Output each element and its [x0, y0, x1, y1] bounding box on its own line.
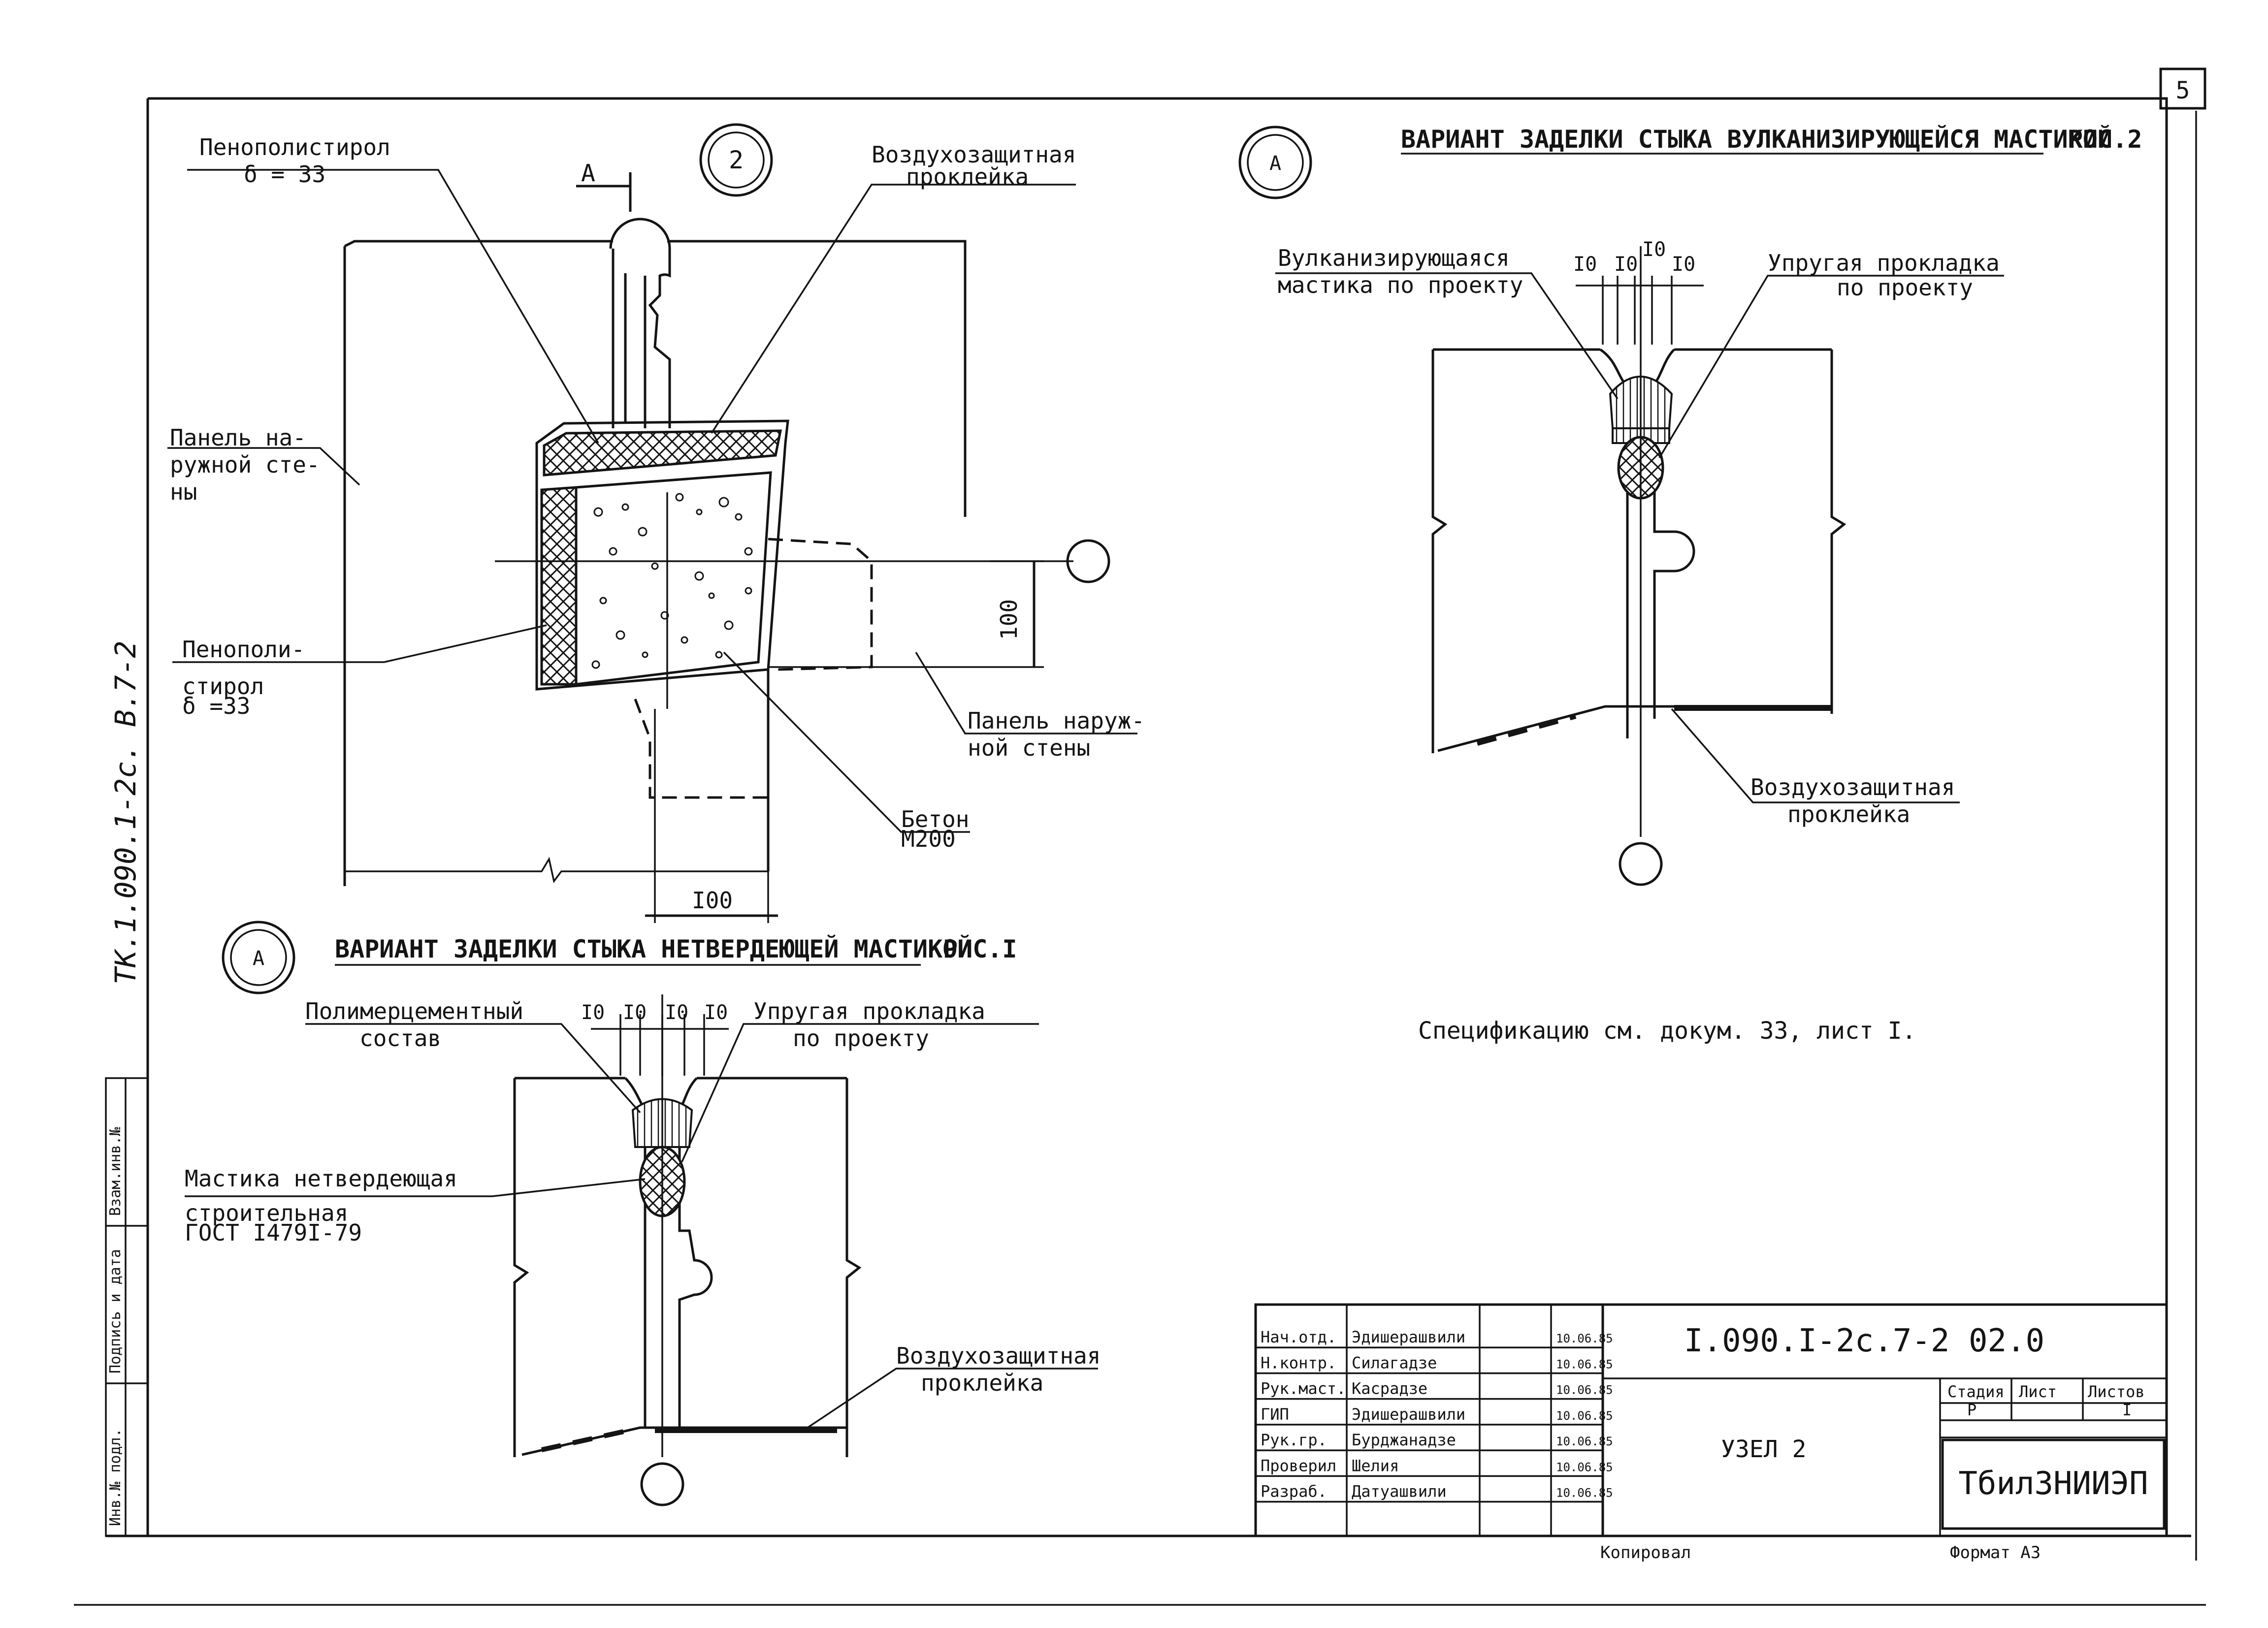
- v2-gasket-label-1: Упругая прокладка: [1768, 250, 2000, 276]
- node-number-circle: [699, 123, 773, 197]
- sheet-label: Лист: [2019, 1382, 2057, 1401]
- tb-name: Касрадзе: [1352, 1379, 1427, 1398]
- tb-name: Эдишерашвили: [1352, 1405, 1465, 1424]
- v2-gasket-label-2: по проекту: [1837, 274, 1973, 301]
- v2-dim-2: I0: [1614, 253, 1638, 276]
- v1-polymer-label-2: состав: [359, 1025, 441, 1052]
- tb-role: Рук.гр.: [1261, 1431, 1327, 1449]
- variant1-mark-circle: [222, 921, 295, 994]
- variant2-title: ВАРИАНТ ЗАДЕЛКИ СТЫКА ВУЛКАНИЗИРУЮЩЕЙСЯ …: [1401, 125, 2112, 154]
- tb-role: ГИП: [1261, 1405, 1289, 1424]
- tb-role: Н.контр.: [1261, 1353, 1336, 1372]
- tb-name: Эдишерашвили: [1352, 1328, 1465, 1346]
- tb-role: Нач.отд.: [1261, 1328, 1336, 1346]
- v2-vulc-label-2: мастика по проекту: [1278, 272, 1523, 298]
- v1-gasket-label-2: по проекту: [793, 1025, 929, 1052]
- air-top-label-2: проклейка: [906, 163, 1029, 190]
- tb-name: Бурджанадзе: [1352, 1431, 1456, 1449]
- concrete-fill: [575, 471, 772, 686]
- footer-copied: Копировал: [1600, 1543, 1691, 1563]
- doc-code: I.090.I-2с.7-2 02.0: [1684, 1323, 2044, 1359]
- v1-dim-2: I0: [623, 1001, 647, 1024]
- panel-left-label-1: Панель на-: [170, 424, 306, 451]
- panel-right-label-1: Панель наруж-: [968, 707, 1145, 734]
- stage-value: Р: [1967, 1401, 1976, 1419]
- v2-vulc-label-1: Вулканизирующаяся: [1278, 245, 1510, 271]
- v2-air-label-1: Воздухозащитная: [1750, 774, 1955, 800]
- variant1-fig: РИС.I: [943, 935, 1017, 963]
- v1-air-label-1: Воздухозащитная: [896, 1342, 1101, 1369]
- organization: ТбилЗНИИЭП: [1958, 1466, 2148, 1502]
- variant1-mark: А: [253, 947, 264, 970]
- v2-air-label-2: проклейка: [1787, 801, 1910, 828]
- margin-note: ТК.1.090.1-2с. В.7-2: [109, 641, 142, 985]
- v1-dim-4: I0: [704, 1001, 728, 1024]
- variant1-title: ВАРИАНТ ЗАДЕЛКИ СТЫКА НЕТВЕРДЕЮЩЕЙ МАСТИ…: [335, 934, 972, 963]
- tb-name: Шелия: [1352, 1456, 1399, 1475]
- node-name: УЗЕЛ 2: [1721, 1436, 1806, 1463]
- variant2-fig: РИС.2: [2068, 125, 2142, 154]
- node2-figure: А 100 I00: [167, 123, 1145, 923]
- tb-date: 10.06.85: [1556, 1409, 1613, 1423]
- pps-side-label-3: δ =33: [182, 693, 250, 719]
- v1-mastic-label-1: Мастика нетвердеющая: [185, 1165, 457, 1192]
- tb-date: 10.06.85: [1556, 1357, 1613, 1371]
- pps-top-label-1: Пенополистирол: [199, 134, 390, 160]
- sheets-label: Листов: [2088, 1382, 2145, 1401]
- tb-date: 10.06.85: [1556, 1486, 1613, 1500]
- v1-mastic-label-3: ГОСТ I479I-79: [185, 1219, 362, 1246]
- tb-name: Силагадзе: [1352, 1353, 1437, 1372]
- variant1-figure: А ВАРИАНТ ЗАДЕЛКИ СТЫКА НЕТВЕРДЕЮЩЕЙ МАС…: [185, 921, 1101, 1506]
- v2-dim-4: I0: [1672, 253, 1695, 276]
- panel-left-label-2: ружной сте-: [170, 451, 320, 478]
- variant2-mark: А: [1269, 152, 1281, 175]
- section-mark: А: [581, 160, 595, 187]
- v1-dim-3: I0: [665, 1001, 688, 1024]
- v2-dim-3: I0: [1642, 238, 1666, 261]
- pps-top-label-2: δ = 33: [244, 161, 325, 188]
- panel-left-label-3: ны: [170, 479, 197, 505]
- pps-side: [540, 486, 578, 686]
- dim-vert-100: 100: [996, 599, 1022, 640]
- variant2-figure: А ВАРИАНТ ЗАДЕЛКИ СТЫКА ВУЛКАНИЗИРУЮЩЕЙС…: [1238, 125, 2142, 886]
- pps-side-label-1: Пенополи-: [182, 636, 305, 663]
- v1-air-label-2: проклейка: [921, 1370, 1043, 1396]
- sheet-number: 5: [2176, 77, 2190, 104]
- v1-polymer-label-1: Полимерцементный: [305, 998, 523, 1024]
- stamp-sign: Подпись и дата: [107, 1249, 124, 1373]
- tb-date: 10.06.85: [1556, 1332, 1613, 1345]
- stamp-inv: Инв.№ подл.: [107, 1428, 124, 1526]
- v2-dim-1: I0: [1573, 253, 1597, 276]
- side-stamp: Инв.№ подл. Подпись и дата Взам.инв.№: [105, 1077, 149, 1537]
- sheet-number-box: 5: [2159, 67, 2206, 110]
- v1-dim-1: I0: [581, 1001, 605, 1024]
- variant2-mark-circle: [1238, 126, 1312, 199]
- spec-note: Спецификацию см. докум. 33, лист I.: [1418, 1017, 1916, 1045]
- pps-top: [543, 429, 782, 477]
- v1-gasket-label-1: Упругая прокладка: [753, 998, 985, 1024]
- tb-role: Рук.маст.: [1261, 1379, 1346, 1398]
- panel-right-label-2: ной стены: [968, 734, 1090, 761]
- concrete-label-1: Бетон: [901, 806, 969, 832]
- tb-role: Проверил: [1261, 1456, 1336, 1475]
- air-top-label-1: Воздухозащитная: [872, 141, 1076, 168]
- sheet-frame: [74, 97, 2206, 1606]
- footer-format: Формат А3: [1950, 1543, 2041, 1563]
- tb-date: 10.06.85: [1556, 1383, 1613, 1397]
- tb-name: Датуашвили: [1352, 1482, 1447, 1501]
- node-number: 2: [729, 146, 744, 174]
- concrete-label-2: М200: [901, 826, 956, 852]
- pps-side-label-2: стирол: [182, 673, 264, 700]
- v1-mastic-label-2: строительная: [185, 1200, 348, 1226]
- concrete-dots: [591, 493, 753, 669]
- stage-label: Стадия: [1947, 1382, 2005, 1401]
- sheets-value: I: [2122, 1401, 2132, 1419]
- dim-horiz-100: I00: [692, 887, 733, 914]
- tb-date: 10.06.85: [1556, 1435, 1613, 1448]
- stamp-replace: Взам.инв.№: [107, 1127, 124, 1216]
- tb-date: 10.06.85: [1556, 1460, 1613, 1474]
- tb-role: Разраб.: [1261, 1482, 1327, 1501]
